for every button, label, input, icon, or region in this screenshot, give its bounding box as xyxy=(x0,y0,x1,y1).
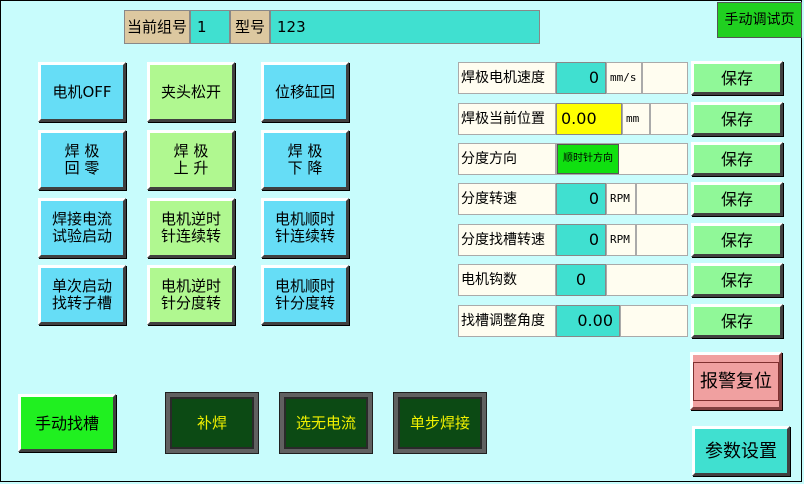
electrode-down-button[interactable]: 焊 极 下 降 xyxy=(261,130,349,190)
clamp-release-button[interactable]: 夹头松开 xyxy=(147,62,235,122)
repair-weld-button[interactable]: 补焊 xyxy=(165,392,259,454)
param-value[interactable]: 0 xyxy=(556,183,606,215)
motor-off-button[interactable]: 电机OFF xyxy=(38,62,126,122)
param-value[interactable]: 0.00 xyxy=(556,305,620,337)
param-row-fill xyxy=(642,62,688,94)
save-button[interactable]: 保存 xyxy=(691,182,783,216)
select-no-current-button[interactable]: 选无电流 xyxy=(279,392,373,454)
manual-find-slot-button[interactable]: 手动找槽 xyxy=(18,394,116,452)
param-row-fill xyxy=(620,305,688,337)
group-number-field[interactable]: 1 xyxy=(190,10,230,44)
param-label: 电机钩数 xyxy=(458,264,556,296)
electrode-home-button[interactable]: 焊 极 回 零 xyxy=(38,130,126,190)
model-label: 型号 xyxy=(230,10,270,44)
save-button[interactable]: 保存 xyxy=(691,304,783,338)
param-label: 焊极电机速度 xyxy=(458,62,556,94)
save-button[interactable]: 保存 xyxy=(691,102,783,136)
param-label: 分度找槽转速 xyxy=(458,224,556,256)
motor-ccw-index-button[interactable]: 电机逆时 针分度转 xyxy=(147,265,235,325)
param-value[interactable]: 0 xyxy=(556,62,606,94)
shift-cylinder-return-button[interactable]: 位移缸回 xyxy=(261,62,349,122)
direction-indicator[interactable]: 顺时针方向 xyxy=(557,144,619,174)
param-label: 分度转速 xyxy=(458,183,556,215)
param-value[interactable]: 0.00 xyxy=(556,103,622,135)
param-unit: RPM xyxy=(606,183,636,215)
param-unit: mm/s xyxy=(606,62,642,94)
param-unit: RPM xyxy=(606,224,636,256)
group-number-label: 当前组号 xyxy=(124,10,190,44)
save-button[interactable]: 保存 xyxy=(691,142,783,176)
param-row-fill xyxy=(636,224,688,256)
single-step-weld-button[interactable]: 单步焊接 xyxy=(393,392,487,454)
param-value[interactable]: 0 xyxy=(556,224,606,256)
param-label: 焊极当前位置 xyxy=(458,103,556,135)
alarm-reset-button[interactable]: 报警复位 xyxy=(690,352,782,410)
save-button[interactable]: 保存 xyxy=(691,61,783,95)
page-title: 手动调试页 xyxy=(717,2,802,38)
weld-current-test-button[interactable]: 焊接电流 试验启动 xyxy=(38,198,126,258)
save-button[interactable]: 保存 xyxy=(691,223,783,257)
param-label: 找槽调整角度 xyxy=(458,305,556,337)
save-button[interactable]: 保存 xyxy=(691,263,783,297)
motor-cw-index-button[interactable]: 电机顺时 针分度转 xyxy=(261,265,349,325)
electrode-up-button[interactable]: 焊 极 上 升 xyxy=(147,130,235,190)
param-row-fill xyxy=(606,264,688,296)
param-row-fill xyxy=(636,183,688,215)
param-unit: mm xyxy=(622,103,650,135)
param-label: 分度方向 xyxy=(458,143,556,175)
alarm-reset-label: 报警复位 xyxy=(693,361,779,401)
param-row-fill xyxy=(650,103,688,135)
single-start-find-slot-button[interactable]: 单次启动 找转子槽 xyxy=(38,265,126,325)
motor-cw-continuous-button[interactable]: 电机顺时 针连续转 xyxy=(261,198,349,258)
model-field[interactable]: 123 xyxy=(270,10,540,44)
motor-ccw-continuous-button[interactable]: 电机逆时 针连续转 xyxy=(147,198,235,258)
param-value[interactable]: 0 xyxy=(556,264,606,296)
param-settings-button[interactable]: 参数设置 xyxy=(692,426,790,476)
